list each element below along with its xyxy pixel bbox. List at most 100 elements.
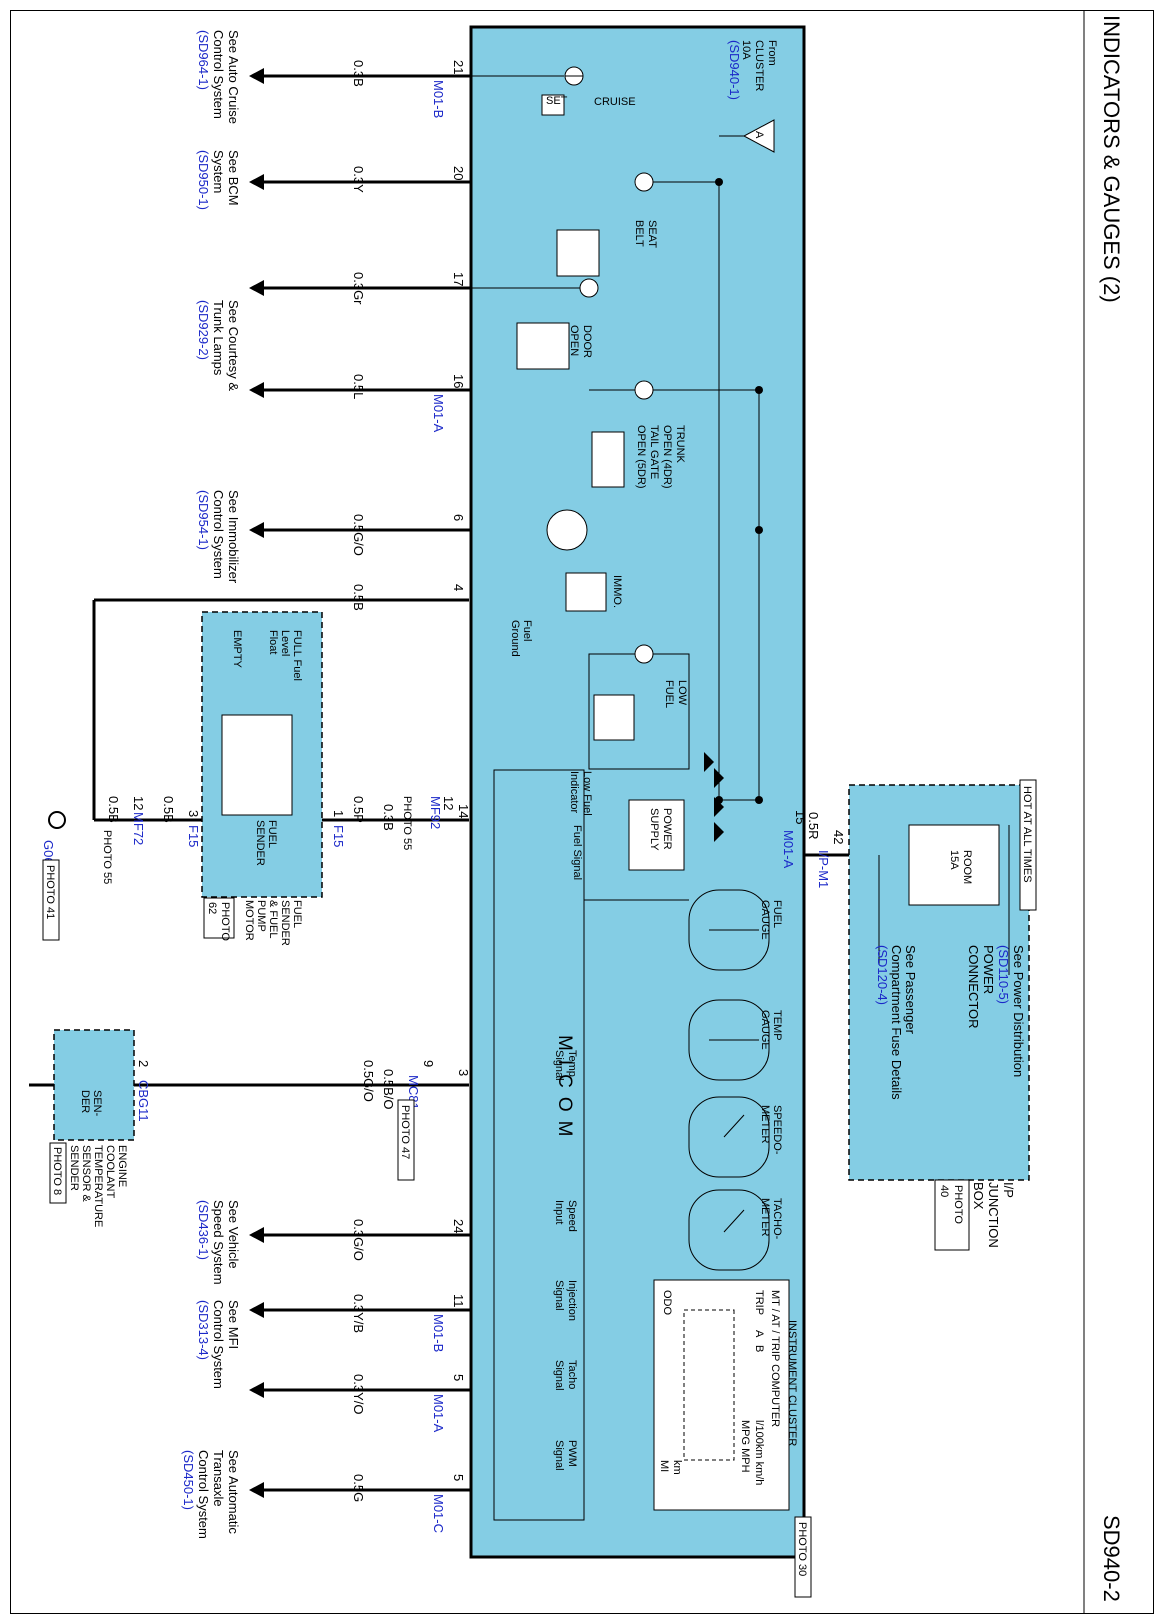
svg-text:M01-B: M01-B [431,1314,446,1352]
svg-text:Signal: Signal [553,1280,565,1311]
svg-text:G06: G06 [41,840,56,865]
svg-text:11: 11 [451,1294,466,1308]
svg-text:PHOTO 8: PHOTO 8 [51,1147,63,1195]
trunk-open-indicator: TRUNK OPEN (4DR) TAIL GATE OPEN (5DR) [591,380,686,489]
diode-3 [714,797,724,817]
svg-text:FULL Fuel: FULL Fuel [291,630,303,681]
jb-name-2: BOX [971,1182,986,1210]
svg-text:0.3Y/O: 0.3Y/O [351,1374,366,1414]
svg-text:See Immobilizer: See Immobilizer [226,490,241,584]
svg-text:PHOTO 47: PHOTO 47 [399,1105,411,1159]
svg-text:M01-A: M01-A [431,394,446,433]
svg-text:DER: DER [79,1090,91,1113]
svg-text:12: 12 [131,796,146,810]
svg-text:See Vehicle: See Vehicle [226,1200,241,1269]
diode-2 [714,768,724,788]
svg-text:Tacho: Tacho [566,1360,578,1389]
hot-at-all-times: HOT AT ALL TIMES [1021,786,1033,883]
odo-label: ODO [661,1290,673,1316]
svg-text:PWM: PWM [566,1440,578,1467]
fuel-gauge: FUEL GAUGE [688,889,783,971]
fuel-signal-label: Fuel Signal [571,825,583,880]
svg-text:6: 6 [451,514,466,521]
jb-photo-0: PHOTO [952,1185,964,1224]
svg-text:TACHO-: TACHO- [771,1198,783,1240]
trip-label: TRIP [753,1290,765,1315]
cluster-photo-label [794,1516,812,1598]
svg-text:(SD929-2): (SD929-2) [196,300,211,360]
svg-text:Signal: Signal [553,1050,565,1081]
svg-text:See Automatic: See Automatic [226,1450,241,1534]
trip-a-label: A [753,1330,765,1338]
svg-text:Control System: Control System [211,490,226,579]
svg-text:24: 24 [451,1219,466,1233]
svg-text:TEMP: TEMP [771,1010,783,1041]
svg-text:Temp: Temp [566,1050,578,1077]
from-cluster-label-2: 10A [740,40,752,60]
svg-text:SENDER: SENDER [279,900,291,946]
svg-text:2: 2 [136,1060,151,1067]
see-passenger-ref: (SD120-4) [875,945,890,1005]
svg-text:SEN-: SEN- [91,1090,103,1117]
svg-text:Control System: Control System [211,30,226,119]
svg-text:62: 62 [206,902,218,914]
svg-text:ENGINE: ENGINE [116,1145,128,1187]
svg-text:Float: Float [267,630,279,654]
svg-text:20: 20 [451,166,466,180]
wire-pin-21: 21 M01-B 0.3B See Auto Cruise Control Sy… [196,30,471,124]
svg-text:EMPTY: EMPTY [231,630,243,669]
power-supply-box [628,799,685,871]
svg-text:Control System: Control System [211,1300,226,1389]
svg-text:METER: METER [759,1105,771,1144]
svg-text:0.3B: 0.3B [381,804,396,831]
svg-text:FUEL: FUEL [266,820,278,848]
from-cluster-ref: (SD940-1) [727,40,742,100]
immo-icon [565,572,607,612]
from-cluster-connector-a [742,119,775,153]
svg-text:See Auto Cruise: See Auto Cruise [226,30,241,124]
svg-text:0.5G/O: 0.5G/O [361,1060,376,1102]
svg-text:12: 12 [441,796,456,810]
wire-pin-11: 11 M01-B 0.3Y/B See MFI Control System (… [196,1294,471,1389]
svg-text:METER: METER [759,1198,771,1237]
see-power-0: See Power Distribution [1011,945,1026,1077]
svg-text:SENSOR &: SENSOR & [80,1145,92,1203]
svg-text:Transaxle: Transaxle [211,1450,226,1507]
svg-text:MOTOR: MOTOR [243,900,255,941]
svg-text:SEAT: SEAT [646,220,658,248]
jb-wire: 0.5R [806,812,821,839]
svg-text:CBG11: CBG11 [136,1080,151,1122]
trip-computer-label: MT / AT / TRIP COMPUTER [769,1290,781,1427]
diagram-title: INDICATORS & GAUGES (2) [1099,15,1124,303]
svg-text:SENDER: SENDER [68,1145,80,1191]
jb-connector: I/P-M1 [816,850,831,888]
door-open-icon [516,322,570,370]
svg-text:System: System [211,150,226,193]
wire-pin-5-pwm: 5 M01-C 0.5G See Automatic Transaxle Con… [181,1450,471,1539]
svg-text:DOOR: DOOR [581,325,593,358]
svg-text:1: 1 [331,810,346,817]
svg-text:LOW: LOW [676,680,688,706]
svg-text:0.5P: 0.5P [351,796,366,823]
svg-text:16: 16 [451,374,466,388]
wire-pin-24: 24 0.3G/O See Vehicle Speed System (SD43… [196,1200,471,1285]
svg-text:Injection: Injection [566,1280,578,1321]
cruise-label-0: CRUISE [594,96,636,108]
fuse-label-0: ROOM [961,850,973,884]
jb-pin: 42 [831,830,846,844]
svg-text:0.3Y: 0.3Y [351,166,366,193]
svg-text:3: 3 [456,1069,471,1076]
wire-pin-5-tacho: 5 M01-A 0.3Y/O [249,1374,471,1433]
svg-text:Control System: Control System [196,1450,211,1539]
svg-text:0.3Y/B: 0.3Y/B [351,1294,366,1333]
svg-text:0.5B/O: 0.5B/O [381,1069,396,1109]
svg-text:TRUNK: TRUNK [674,425,686,464]
wire-pin-17: 17 0.3Gr See Courtesy & Trunk Lamps (SD9… [196,272,471,391]
power-supply-label-0: POWER [661,808,673,850]
wire-pin-4: 4 0.5B [351,584,466,611]
room-fuse-box [908,824,1000,906]
temp-gauge: TEMP GAUGE [688,999,783,1081]
trunk-open-icon [591,431,625,488]
